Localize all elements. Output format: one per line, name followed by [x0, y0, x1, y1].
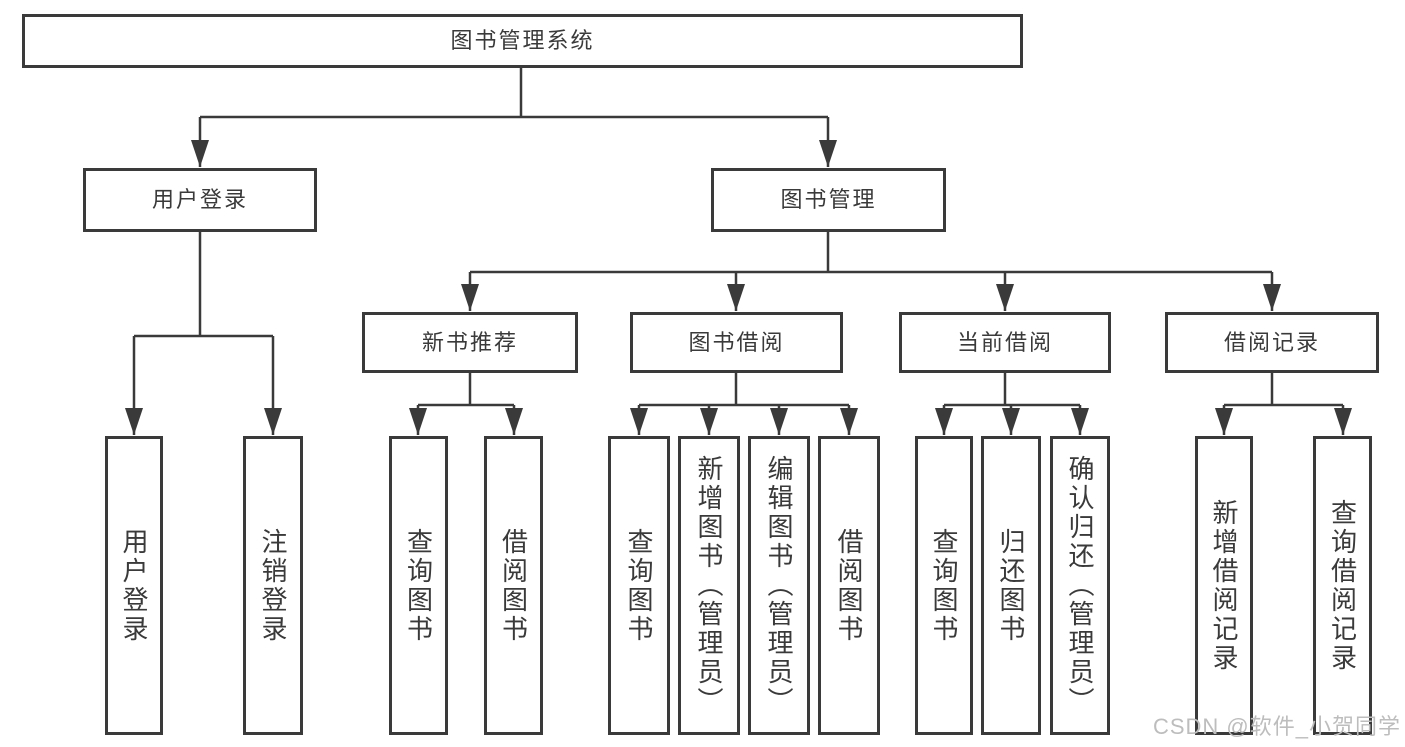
leaf-label: 归还图书	[996, 527, 1026, 644]
leaf-label: 注销登录	[258, 527, 288, 644]
leaf-label: 查询借阅记录	[1327, 498, 1358, 673]
node-borrow-records-label: 借阅记录	[1223, 329, 1320, 355]
leaf-return-book: 归还图书	[981, 436, 1041, 735]
node-borrow-records: 借阅记录	[1165, 312, 1379, 373]
node-book-management-label: 图书管理	[780, 187, 877, 212]
csdn-watermark: CSDN @软件_小贺同学	[1152, 714, 1401, 739]
leaf-borrow-book-1: 借阅图书	[484, 436, 543, 735]
leaf-label: 新增图书（管理员）	[694, 455, 724, 716]
leaf-label: 借阅图书	[498, 527, 529, 644]
node-book-borrowing: 图书借阅	[630, 312, 843, 373]
leaf-query-books-2: 查询图书	[608, 436, 670, 735]
leaf-user-login-action: 用户登录	[105, 436, 163, 735]
node-root-system: 图书管理系统	[22, 14, 1023, 68]
node-user-login: 用户登录	[83, 168, 317, 232]
leaf-label: 借阅图书	[834, 527, 864, 644]
node-book-management: 图书管理	[711, 168, 946, 232]
node-new-book-recommend: 新书推荐	[362, 312, 578, 373]
node-current-borrowing-label: 当前借阅	[956, 329, 1053, 355]
node-current-borrowing: 当前借阅	[899, 312, 1111, 373]
leaf-edit-book-admin: 编辑图书（管理员）	[748, 436, 810, 735]
leaf-label: 新增借阅记录	[1209, 498, 1239, 673]
leaf-label: 确认归还（管理员）	[1065, 455, 1095, 716]
leaf-add-book-admin: 新增图书（管理员）	[678, 436, 740, 735]
leaf-logout-action: 注销登录	[243, 436, 303, 735]
leaf-query-borrow-record: 查询借阅记录	[1313, 436, 1372, 735]
node-user-login-label: 用户登录	[151, 187, 248, 212]
leaf-label: 查询图书	[403, 527, 434, 644]
leaf-query-books-3: 查询图书	[915, 436, 973, 735]
leaf-borrow-book-2: 借阅图书	[818, 436, 880, 735]
leaf-label: 用户登录	[119, 527, 149, 644]
leaf-confirm-return-admin: 确认归还（管理员）	[1050, 436, 1110, 735]
node-root-label: 图书管理系统	[450, 28, 595, 53]
leaf-label: 查询图书	[624, 527, 654, 644]
leaf-label: 查询图书	[929, 527, 959, 644]
node-new-book-recommend-label: 新书推荐	[421, 329, 518, 355]
node-book-borrowing-label: 图书借阅	[688, 329, 785, 355]
leaf-label: 编辑图书（管理员）	[764, 455, 794, 716]
leaf-add-borrow-record: 新增借阅记录	[1195, 436, 1253, 735]
leaf-query-books-1: 查询图书	[389, 436, 448, 735]
